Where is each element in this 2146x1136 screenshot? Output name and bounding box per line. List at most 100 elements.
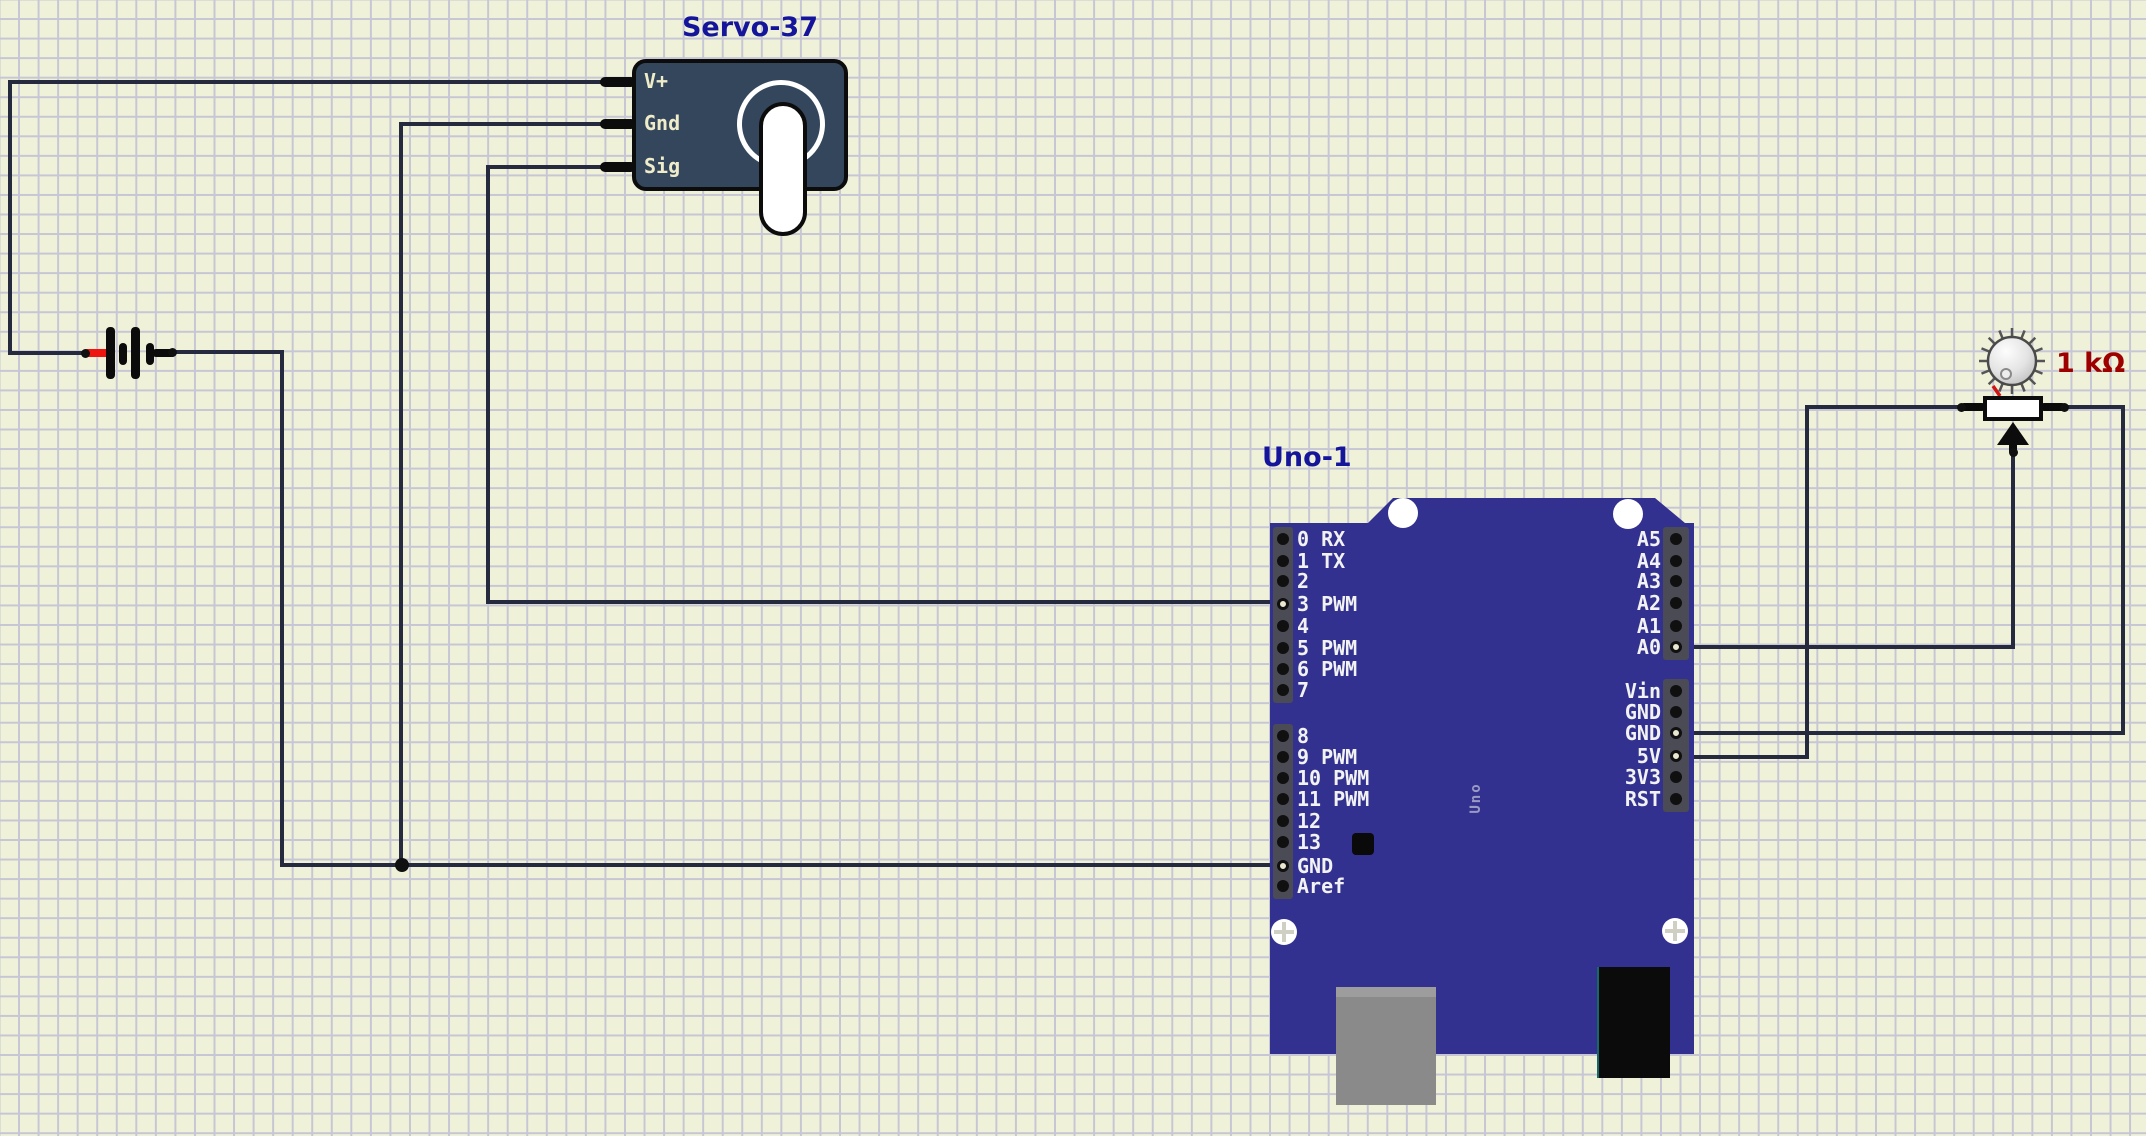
pin-4[interactable] bbox=[1277, 620, 1289, 632]
pin-3-pwm[interactable] bbox=[1277, 598, 1289, 610]
wire-sig-h1[interactable] bbox=[486, 165, 611, 169]
wire-servo-gnd-h[interactable] bbox=[401, 122, 611, 126]
battery-plate-short-2 bbox=[146, 343, 154, 365]
wire-batneg-to-junction[interactable] bbox=[280, 863, 403, 867]
pin-5v[interactable] bbox=[1670, 750, 1682, 762]
uno-pin-row-gnd2[interactable]: GND bbox=[1520, 721, 1682, 745]
servo-pin-vplus[interactable] bbox=[600, 77, 636, 87]
uno-pin-row-rst[interactable]: RST bbox=[1520, 787, 1682, 811]
uno-pin-row-3v3[interactable]: 3V3 bbox=[1520, 765, 1682, 789]
uno-pin-row-8[interactable]: 8 bbox=[1277, 724, 1309, 748]
pin-1-tx[interactable] bbox=[1277, 555, 1289, 567]
pin-13[interactable] bbox=[1277, 836, 1289, 848]
uno-pin-row-a5[interactable]: A5 bbox=[1520, 527, 1682, 551]
uno-pin-row-a1[interactable]: A1 bbox=[1520, 614, 1682, 638]
uno-pin-row-13[interactable]: 13 bbox=[1277, 830, 1321, 854]
pin-aref[interactable] bbox=[1277, 880, 1289, 892]
servo-label[interactable]: Servo-37 bbox=[681, 12, 818, 43]
pin-9-pwm[interactable] bbox=[1277, 751, 1289, 763]
pin-a3[interactable] bbox=[1670, 575, 1682, 587]
pot-pin-right bbox=[2060, 403, 2069, 412]
uno-pin-row-gnd-left[interactable]: GND bbox=[1277, 854, 1333, 878]
pin-a1[interactable] bbox=[1670, 620, 1682, 632]
knob-dial[interactable] bbox=[1986, 335, 2038, 387]
uno-pin-row-10[interactable]: 10 PWM bbox=[1277, 766, 1369, 790]
screw-slot-v2 bbox=[1673, 921, 1677, 941]
pin-gnd-right-2[interactable] bbox=[1670, 727, 1682, 739]
wire-5v-h[interactable] bbox=[1680, 755, 1809, 759]
wire-gndr-v[interactable] bbox=[2121, 405, 2125, 735]
wire-vplus-top[interactable] bbox=[8, 80, 611, 84]
uno-pin-row-9[interactable]: 9 PWM bbox=[1277, 745, 1357, 769]
uno-pin-row-7[interactable]: 7 bbox=[1277, 678, 1309, 702]
potentiometer-knob[interactable] bbox=[1978, 327, 2046, 399]
servo-pin-sig[interactable] bbox=[600, 162, 636, 172]
uno-pin-row-0rx[interactable]: 0 RX bbox=[1277, 527, 1345, 551]
wire-batneg-right[interactable] bbox=[172, 350, 282, 354]
uno-board[interactable] bbox=[1270, 498, 1694, 1054]
pin-7[interactable] bbox=[1277, 684, 1289, 696]
uno-pin-row-a4[interactable]: A4 bbox=[1520, 549, 1682, 573]
pin-vin[interactable] bbox=[1670, 685, 1682, 697]
pin-12[interactable] bbox=[1277, 815, 1289, 827]
pin-6-pwm[interactable] bbox=[1277, 663, 1289, 675]
uno-pin-row-5v[interactable]: 5V bbox=[1520, 744, 1682, 768]
pin-2[interactable] bbox=[1277, 575, 1289, 587]
uno-pin-row-4[interactable]: 4 bbox=[1277, 614, 1309, 638]
pin-10-pwm[interactable] bbox=[1277, 772, 1289, 784]
uno-pin-row-gnd1[interactable]: GND bbox=[1520, 700, 1682, 724]
pot-track-body[interactable] bbox=[1983, 396, 2043, 421]
battery-positive-terminal[interactable] bbox=[83, 349, 110, 357]
pin-a5[interactable] bbox=[1670, 533, 1682, 545]
pot-terminal-right[interactable] bbox=[2040, 403, 2066, 411]
uno-pin-row-3[interactable]: 3 PWM bbox=[1277, 592, 1357, 616]
uno-pin-row-11[interactable]: 11 PWM bbox=[1277, 787, 1369, 811]
pin-11-pwm[interactable] bbox=[1277, 793, 1289, 805]
pin-a4[interactable] bbox=[1670, 555, 1682, 567]
pin-gnd-left[interactable] bbox=[1277, 860, 1289, 872]
pot-terminal-left[interactable] bbox=[1960, 403, 1986, 411]
battery-plate-long-1 bbox=[106, 327, 115, 379]
pin-a2[interactable] bbox=[1670, 597, 1682, 609]
pin-3v3[interactable] bbox=[1670, 771, 1682, 783]
board-silkscreen-text: Uno bbox=[1468, 782, 1484, 814]
uno-pin-row-12[interactable]: 12 bbox=[1277, 809, 1321, 833]
wire-sig-to-pin3[interactable] bbox=[486, 600, 1281, 604]
uno-pin-row-a3[interactable]: A3 bbox=[1520, 569, 1682, 593]
wire-batneg-down[interactable] bbox=[280, 350, 284, 867]
pin-0-rx[interactable] bbox=[1277, 533, 1289, 545]
pin-rst[interactable] bbox=[1670, 793, 1682, 805]
pin-gnd-right-1[interactable] bbox=[1670, 706, 1682, 718]
pin-5-pwm[interactable] bbox=[1277, 642, 1289, 654]
battery-negative-terminal[interactable] bbox=[152, 349, 176, 357]
pot-value-label[interactable]: 1 kΩ bbox=[2056, 348, 2126, 379]
servo-pin-gnd[interactable] bbox=[600, 119, 636, 129]
uno-pin-row-1tx[interactable]: 1 TX bbox=[1277, 549, 1345, 573]
wire-sig-v[interactable] bbox=[486, 165, 490, 604]
uno-pin-row-6[interactable]: 6 PWM bbox=[1277, 657, 1357, 681]
uno-pin-row-aref[interactable]: Aref bbox=[1277, 874, 1345, 898]
wire-a0-v[interactable] bbox=[2011, 448, 2015, 649]
uno-pin-row-vin[interactable]: Vin bbox=[1520, 679, 1682, 703]
wire-gndr-h[interactable] bbox=[1680, 731, 2125, 735]
uno-pin-row-a0[interactable]: A0 bbox=[1520, 635, 1682, 659]
uno-label[interactable]: Uno-1 bbox=[1262, 442, 1352, 473]
pin-8[interactable] bbox=[1277, 730, 1289, 742]
wire-gnd-to-uno[interactable] bbox=[401, 863, 1281, 867]
mounting-hole-top-right bbox=[1613, 499, 1643, 529]
wire-vplus-to-battery[interactable] bbox=[8, 351, 88, 355]
wire-servo-gnd-v[interactable] bbox=[399, 122, 403, 867]
gnd-junction-node[interactable] bbox=[395, 858, 409, 872]
wire-a0-h[interactable] bbox=[1680, 645, 2015, 649]
uno-pin-row-2[interactable]: 2 bbox=[1277, 569, 1309, 593]
knob-position-dot bbox=[2000, 368, 2012, 380]
pin-a0[interactable] bbox=[1670, 641, 1682, 653]
wire-vplus-left[interactable] bbox=[8, 80, 12, 355]
uno-pin-row-5[interactable]: 5 PWM bbox=[1277, 636, 1357, 660]
wire-5v-v[interactable] bbox=[1805, 405, 1809, 759]
uno-pin-row-a2[interactable]: A2 bbox=[1520, 591, 1682, 615]
wire-gndr-to-pot[interactable] bbox=[2064, 405, 2125, 409]
wire-5v-to-pot[interactable] bbox=[1805, 405, 1962, 409]
knob-ticks bbox=[1979, 328, 2045, 394]
